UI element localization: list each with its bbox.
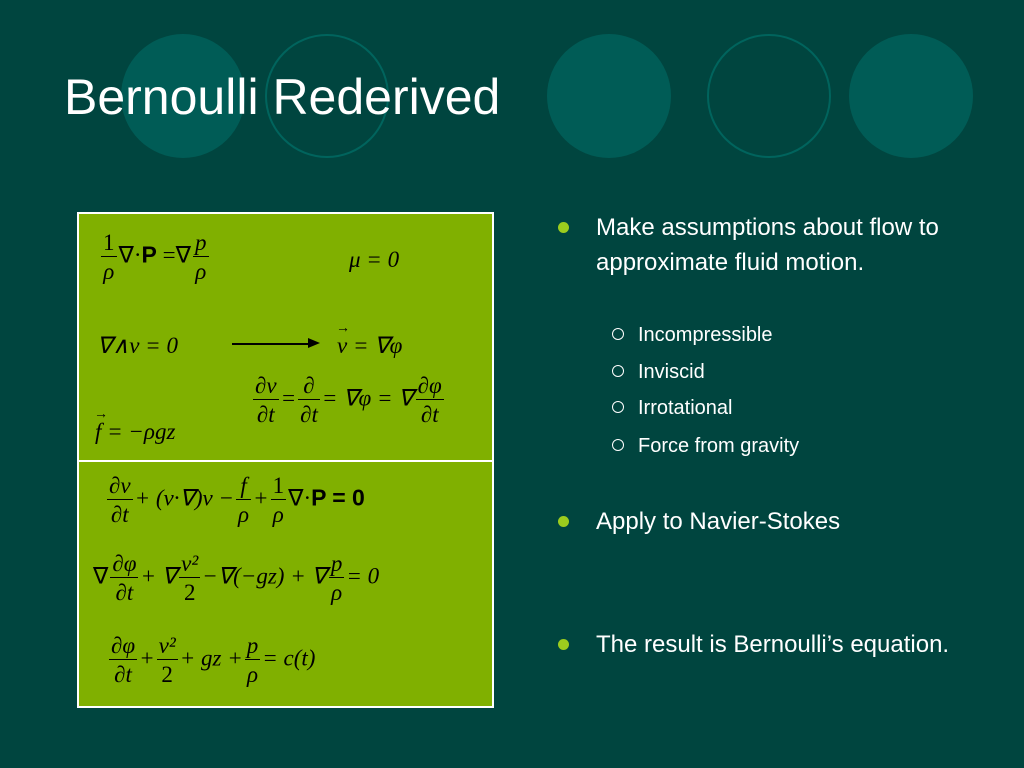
slide-title: Bernoulli Rederived — [64, 69, 501, 125]
plus-gz-plus: + gz + — [179, 645, 243, 671]
bullet-result: The result is Bernoulli’s equation. — [558, 627, 978, 662]
sub-bullet-text: Force from gravity — [638, 435, 800, 457]
sub-bullet-text: Inviscid — [638, 361, 705, 383]
decor-circle-5 — [849, 34, 973, 158]
decor-circle-1 — [121, 34, 245, 158]
numerator: p — [244, 633, 261, 660]
bullet-dot-icon — [558, 639, 569, 650]
ring-bullet-icon — [612, 439, 624, 451]
velocity-vector: v — [336, 322, 350, 357]
sub-bullet-inviscid: Inviscid — [612, 357, 705, 387]
bullet-text: The result is Bernoulli’s equation. — [596, 631, 950, 658]
numerator: v² — [179, 551, 201, 578]
denominator: ρ — [272, 502, 284, 527]
bullet-text: Apply to Navier-Stokes — [596, 508, 841, 535]
numerator: f — [236, 474, 252, 500]
ring-bullet-icon — [612, 365, 624, 377]
equals-zero: = 0 — [332, 484, 365, 511]
nabla-dot: ∇· — [118, 242, 142, 268]
denominator: ρ — [331, 580, 343, 605]
implies-arrow-line — [232, 343, 310, 345]
plus-gradient: + ∇ — [140, 563, 178, 589]
bullet-dot-icon — [558, 516, 569, 527]
force-vector: f — [94, 408, 109, 443]
decor-circle-2 — [265, 34, 389, 158]
velocity-potential-equation: v = ∇φ — [336, 322, 403, 358]
implies-arrow-head — [308, 338, 320, 348]
numerator: ∂φ — [109, 633, 138, 660]
decor-circle-4 — [707, 34, 831, 158]
equals-grad-phi: = ∇φ = ∇ — [321, 385, 414, 411]
denominator: ρ — [103, 259, 115, 284]
time-derivative-equation: ∂v∂t=∂∂t= ∇φ = ∇∂φ∂t — [251, 374, 446, 426]
denominator: ρ — [238, 502, 250, 527]
denominator: ∂t — [115, 580, 134, 605]
sub-bullet-text: Incompressible — [638, 324, 773, 346]
nabla-dot: ∇· — [288, 485, 312, 511]
numerator: p — [193, 230, 209, 257]
denominator: ∂t — [256, 402, 275, 427]
equals-grad-phi: = ∇φ — [352, 333, 403, 358]
sub-bullet-incompressible: Incompressible — [612, 320, 773, 350]
denominator: ∂t — [420, 402, 439, 427]
denominator: ∂t — [114, 662, 132, 687]
convective-term: + (v·∇)v − — [134, 485, 234, 511]
plus: + — [253, 485, 269, 511]
denominator: ρ — [246, 662, 258, 687]
tensor-P: P — [141, 241, 157, 268]
bullet-dot-icon — [558, 222, 569, 233]
equals: = — [280, 385, 297, 411]
sub-bullet-text: Irrotational — [638, 397, 733, 419]
equals-c-of-t: = c(t) — [262, 645, 316, 671]
gravity-pressure-terms: −∇(−gz) + ∇ — [202, 563, 327, 589]
denominator: ∂t — [300, 402, 318, 427]
denominator: 2 — [183, 580, 196, 605]
decor-circle-3 — [547, 34, 671, 158]
gravity-force-equation: f = −ρgz — [94, 408, 176, 444]
denominator: 2 — [161, 662, 173, 687]
sub-bullet-gravity: Force from gravity — [612, 431, 799, 461]
inviscid-equation: μ = 0 — [349, 247, 400, 272]
bullet-text: Make assumptions about flow to approxima… — [596, 214, 939, 276]
denominator: ρ — [195, 259, 207, 284]
sub-bullet-irrotational: Irrotational — [612, 393, 733, 423]
equals-nabla: =∇ — [162, 242, 191, 268]
bullet-navier-stokes: Apply to Navier-Stokes — [558, 504, 978, 539]
equals-zero: = 0 — [346, 563, 380, 589]
numerator: p — [328, 551, 345, 578]
numerator: ∂φ — [415, 373, 444, 400]
ring-bullet-icon — [612, 328, 624, 340]
numerator: ∂ — [298, 374, 320, 400]
irrotational-equation: ∇∧v = 0 — [97, 333, 178, 358]
numerator: ∂v — [253, 373, 279, 400]
numerator: ∂φ — [110, 551, 139, 578]
numerator: 1 — [270, 473, 287, 500]
gradient: ∇ — [93, 563, 109, 589]
ring-bullet-icon — [612, 401, 624, 413]
numerator: ∂v — [107, 473, 133, 500]
equals-minus-rho-gz: = −ρgz — [107, 419, 176, 444]
tensor-P: P — [311, 484, 327, 511]
bullet-assumptions: Make assumptions about flow to approxima… — [558, 210, 978, 280]
numerator: v² — [156, 633, 178, 660]
assumptions-equation-box: 1ρ∇·P =∇pρ μ = 0 ∇∧v = 0 v = ∇φ ∂v∂t=∂∂t… — [77, 212, 494, 462]
plus: + — [139, 645, 155, 671]
denominator: ∂t — [110, 502, 129, 527]
numerator: 1 — [101, 230, 117, 257]
